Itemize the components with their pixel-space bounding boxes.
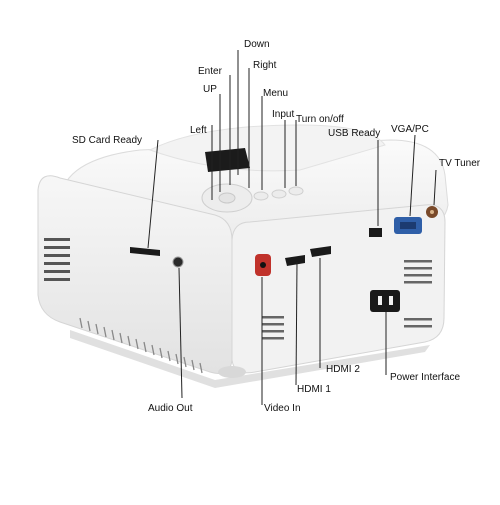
right-vents-lower (262, 316, 432, 340)
label-left: Left (190, 125, 207, 136)
lens-window (205, 148, 250, 172)
leader-lines (147, 50, 437, 405)
power-socket (370, 290, 400, 312)
label-usb-ready: USB Ready (328, 128, 380, 139)
menu-key[interactable] (253, 191, 269, 201)
label-enter: Enter (198, 66, 223, 77)
projector-body (37, 124, 449, 388)
label-video-in: Video In (264, 403, 301, 414)
label-tv-tuner: TV Tuner (439, 158, 481, 169)
hdmi-2-port (310, 246, 331, 257)
label-hdmi-1: HDMI 1 (297, 384, 331, 395)
bottom-vents (79, 317, 203, 374)
label-hdmi-2: HDMI 2 (326, 364, 360, 375)
control-pad (201, 183, 304, 213)
right-vents-upper (404, 260, 432, 284)
label-sd-card-ready: SD Card Ready (72, 135, 142, 146)
label-input: Input (272, 109, 294, 120)
hdmi-1-port (285, 255, 305, 266)
labels: Down Enter Right UP Menu Input Turn on/o… (72, 39, 481, 414)
left-vents (44, 238, 70, 281)
label-down: Down (244, 39, 270, 50)
label-audio-out: Audio Out (148, 403, 193, 414)
power-key[interactable] (288, 186, 304, 196)
label-power-interface: Power Interface (390, 372, 460, 383)
sd-card-slot (130, 247, 160, 256)
audio-out-jack (172, 256, 184, 268)
label-vga-pc: VGA/PC (391, 124, 429, 135)
label-turn-on-off: Turn on/off (296, 114, 344, 125)
label-right: Right (253, 60, 277, 71)
input-key[interactable] (271, 189, 287, 199)
label-up: UP (203, 84, 217, 95)
ports (130, 206, 438, 312)
usb-port (369, 228, 382, 237)
label-menu: Menu (263, 88, 288, 99)
